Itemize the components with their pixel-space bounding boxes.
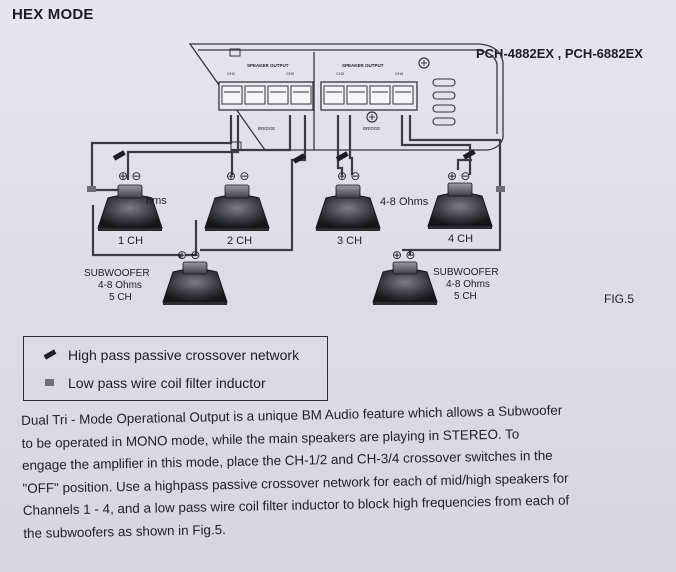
inductor-marker-icon	[40, 376, 68, 390]
svg-text:⊕ ⊖: ⊕ ⊖	[392, 248, 415, 262]
ch3-terminal-label: CH3	[336, 71, 345, 76]
crossover-markers	[87, 149, 505, 192]
speaker-ch3-label: 3 CH	[337, 235, 362, 247]
bridge-label-right: BRIDGE	[363, 126, 380, 131]
svg-text:⊕ ⊖: ⊕ ⊖	[177, 248, 200, 262]
ohms-mid-label: 4-8 Ohms	[380, 196, 429, 208]
ch4-terminal-label: CH4	[395, 71, 404, 76]
speaker-ch2-label: 2 CH	[227, 235, 252, 247]
amplifier-body	[188, 43, 504, 151]
figure-label: FIG.5	[604, 292, 635, 306]
speaker-output-label-left: SPEAKER OUTPUT	[247, 63, 289, 68]
subwoofer-right: ⊕ ⊖ SUBWOOFER 4-8 Ohms 5 CH	[372, 248, 499, 305]
ch2-terminal-label: CH2	[286, 71, 295, 76]
bridge-label-left: BRIDGE	[258, 126, 275, 131]
legend-item-highpass: High pass passive crossover network	[40, 347, 299, 363]
subwoofer-left: ⊕ ⊖ SUBWOOFER 4-8 Ohms 5 CH	[84, 248, 228, 305]
svg-text:⊕ ⊖: ⊕ ⊖	[337, 169, 360, 183]
legend-lowpass-text: Low pass wire coil filter inductor	[68, 375, 266, 391]
speaker-output-label-right: SPEAKER OUTPUT	[342, 63, 384, 68]
page-title: HEX MODE	[12, 6, 94, 23]
svg-text:⊕ ⊖: ⊕ ⊖	[447, 169, 470, 183]
sub-left-line1: SUBWOOFER	[84, 268, 150, 279]
speaker-ch3: ⊕ ⊖ 3 CH 4-8 Ohms	[315, 169, 429, 247]
speaker-wires	[90, 115, 502, 258]
terminal-block-left: SPEAKER OUTPUT CH1 CH2 BRIDGE	[218, 48, 314, 151]
svg-text:⊕ ⊖: ⊕ ⊖	[118, 169, 141, 183]
legend-highpass-text: High pass passive crossover network	[68, 347, 300, 363]
speaker-ch1: ⊕ ⊖ 1 CH hms	[97, 169, 167, 247]
svg-text:⊕ ⊖: ⊕ ⊖	[226, 169, 249, 183]
sub-right-line1: SUBWOOFER	[433, 267, 499, 278]
terminal-block-right: SPEAKER OUTPUT CH3 CH4 BRIDGE	[320, 57, 456, 131]
ohms-partial-label: hms	[146, 195, 167, 207]
speaker-ch1-label: 1 CH	[118, 235, 143, 247]
speaker-ch4: ⊕ ⊖ 4 CH	[427, 169, 493, 245]
sub-left-line2: 4-8 Ohms	[98, 280, 142, 291]
speaker-ch4-label: 4 CH	[448, 233, 473, 245]
highpass-marker-icon	[40, 348, 68, 362]
wiring-diagram: SPEAKER OUTPUT CH1 CH2 BRIDGE SPEAKER OU…	[84, 43, 505, 305]
sub-right-line2: 4-8 Ohms	[446, 279, 490, 290]
ch1-terminal-label: CH1	[227, 71, 236, 76]
description-text: Dual Tri - Mode Operational Output is a …	[21, 398, 623, 545]
sub-right-line3: 5 CH	[454, 291, 477, 302]
model-label: PCH-4882EX , PCH-6882EX	[476, 46, 643, 61]
speaker-ch2: ⊕ ⊖ 2 CH	[204, 169, 270, 247]
sub-left-line3: 5 CH	[109, 292, 132, 303]
legend-item-lowpass: Low pass wire coil filter inductor	[40, 375, 266, 391]
legend-box: High pass passive crossover network Low …	[23, 336, 328, 401]
